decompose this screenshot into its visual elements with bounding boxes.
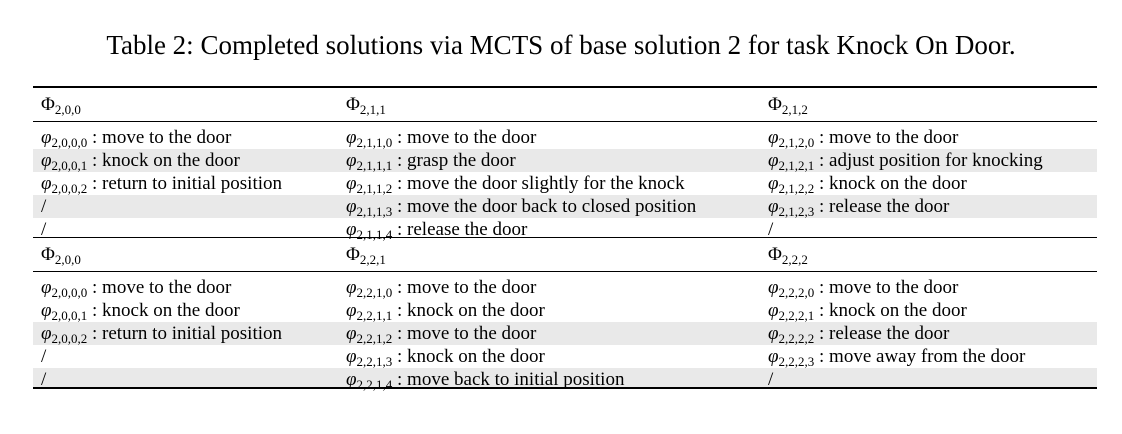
row-shading bbox=[33, 195, 1097, 218]
step-item: φ2,0,0,1 : knock on the door bbox=[41, 300, 240, 323]
solutions-table: Φ2,0,0 Φ2,1,1 Φ2,1,2 φ2,0,0,0 : move to … bbox=[33, 86, 1097, 391]
table-caption: Table 2: Completed solutions via MCTS of… bbox=[106, 30, 1016, 60]
step-item: φ2,2,1,3 : knock on the door bbox=[346, 346, 545, 369]
step-item: φ2,1,2,0 : move to the door bbox=[768, 127, 959, 150]
step-item: φ2,1,2,1 : adjust position for knocking bbox=[768, 150, 1043, 173]
row-shading bbox=[33, 368, 1097, 387]
row-shading bbox=[33, 149, 1097, 172]
step-item: φ2,1,2,3 : release the door bbox=[768, 196, 950, 219]
step-item: φ2,2,2,0 : move to the door bbox=[768, 277, 959, 300]
step-item: φ2,0,0,0 : move to the door bbox=[41, 277, 232, 300]
step-item: φ2,1,1,1 : grasp the door bbox=[346, 150, 516, 173]
solution-column: φ2,2,1,0 : move to the door φ2,2,1,1 : k… bbox=[346, 276, 624, 391]
row-shading bbox=[33, 322, 1097, 345]
step-item: / bbox=[41, 219, 47, 240]
step-item: φ2,1,1,0 : move to the door bbox=[346, 127, 537, 150]
step-item: / bbox=[41, 196, 47, 217]
step-item: φ2,2,1,1 : knock on the door bbox=[346, 300, 545, 323]
step-item: φ2,2,1,4 : move back to initial position bbox=[346, 369, 625, 392]
step-item: φ2,2,2,1 : knock on the door bbox=[768, 300, 967, 323]
solution-column: φ2,0,0,0 : move to the door φ2,0,0,1 : k… bbox=[41, 126, 282, 241]
step-item: φ2,0,0,0 : move to the door bbox=[41, 127, 232, 150]
step-item: φ2,0,0,2 : return to initial position bbox=[41, 323, 282, 346]
header-cell: Φ2,2,1 bbox=[346, 244, 386, 267]
step-item: φ2,2,1,0 : move to the door bbox=[346, 277, 537, 300]
step-item: φ2,0,0,2 : return to initial position bbox=[41, 173, 282, 196]
header-cell: Φ2,0,0 bbox=[41, 94, 81, 117]
header-cell: Φ2,2,2 bbox=[768, 244, 808, 267]
header-cell: Φ2,0,0 bbox=[41, 244, 81, 267]
table-body: φ2,0,0,0 : move to the door φ2,0,0,1 : k… bbox=[33, 122, 1097, 241]
step-item: φ2,2,2,2 : release the door bbox=[768, 323, 950, 346]
step-item: φ2,0,0,1 : knock on the door bbox=[41, 150, 240, 173]
step-item: φ2,2,1,2 : move to the door bbox=[346, 323, 537, 346]
step-item: φ2,2,2,3 : move away from the door bbox=[768, 346, 1026, 369]
solution-column: φ2,1,2,0 : move to the door φ2,1,2,1 : a… bbox=[768, 126, 1043, 241]
step-item: φ2,1,1,3 : move the door back to closed … bbox=[346, 196, 697, 219]
step-item: / bbox=[41, 346, 47, 367]
solution-column: φ2,0,0,0 : move to the door φ2,0,0,1 : k… bbox=[41, 276, 282, 391]
step-item: φ2,1,1,2 : move the door slightly for th… bbox=[346, 173, 685, 196]
header-cell: Φ2,1,1 bbox=[346, 94, 386, 117]
table-body: φ2,0,0,0 : move to the door φ2,0,0,1 : k… bbox=[33, 272, 1097, 391]
step-item: / bbox=[768, 219, 774, 240]
table-header-row: Φ2,0,0 Φ2,2,1 Φ2,2,2 bbox=[33, 237, 1097, 272]
table-header-row: Φ2,0,0 Φ2,1,1 Φ2,1,2 bbox=[33, 88, 1097, 122]
step-item: φ2,1,2,2 : knock on the door bbox=[768, 173, 967, 196]
step-item: / bbox=[768, 369, 774, 390]
solution-column: φ2,2,2,0 : move to the door φ2,2,2,1 : k… bbox=[768, 276, 1025, 391]
step-item: / bbox=[41, 369, 47, 390]
header-cell: Φ2,1,2 bbox=[768, 94, 808, 117]
solution-column: φ2,1,1,0 : move to the door φ2,1,1,1 : g… bbox=[346, 126, 696, 241]
